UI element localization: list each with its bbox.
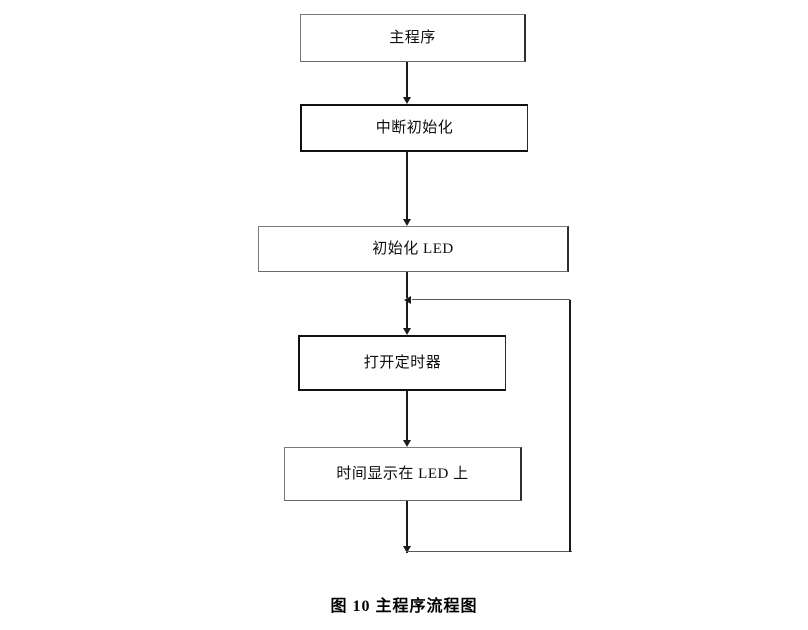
flowchart-node-main-program[interactable]: 主程序 <box>300 14 526 62</box>
edge-led-init-to-junction <box>406 272 408 298</box>
arrow-down-icon <box>403 219 411 226</box>
arrow-down-icon <box>403 546 411 553</box>
edge-interrupt-init-to-led-init <box>406 152 408 220</box>
loopback-segment-right <box>569 300 571 552</box>
flowchart-node-timer-start[interactable]: 打开定时器 <box>298 335 506 391</box>
node-label: 打开定时器 <box>363 354 442 371</box>
edge-junction-to-timer-start <box>406 300 408 329</box>
flowchart-node-led-init[interactable]: 初始化 LED <box>258 226 569 272</box>
node-label: 主程序 <box>389 29 436 46</box>
loopback-segment-top <box>412 299 570 300</box>
arrow-down-icon <box>403 97 411 104</box>
flowchart-node-led-display[interactable]: 时间显示在 LED 上 <box>284 447 522 501</box>
node-label: 中断初始化 <box>375 119 454 136</box>
arrow-left-icon <box>404 296 411 304</box>
edge-timer-start-to-led-display <box>406 391 408 441</box>
node-label: 初始化 LED <box>372 240 454 257</box>
edge-led-display-to-loop <box>406 501 408 553</box>
flowchart-node-interrupt-init[interactable]: 中断初始化 <box>300 104 528 152</box>
figure-caption: 图 10 主程序流程图 <box>330 598 478 615</box>
arrow-down-icon <box>403 328 411 335</box>
node-label: 时间显示在 LED 上 <box>336 465 469 482</box>
arrow-down-icon <box>403 440 411 447</box>
loopback-segment-bottom <box>406 551 572 552</box>
edge-main-program-to-interrupt-init <box>406 62 408 98</box>
